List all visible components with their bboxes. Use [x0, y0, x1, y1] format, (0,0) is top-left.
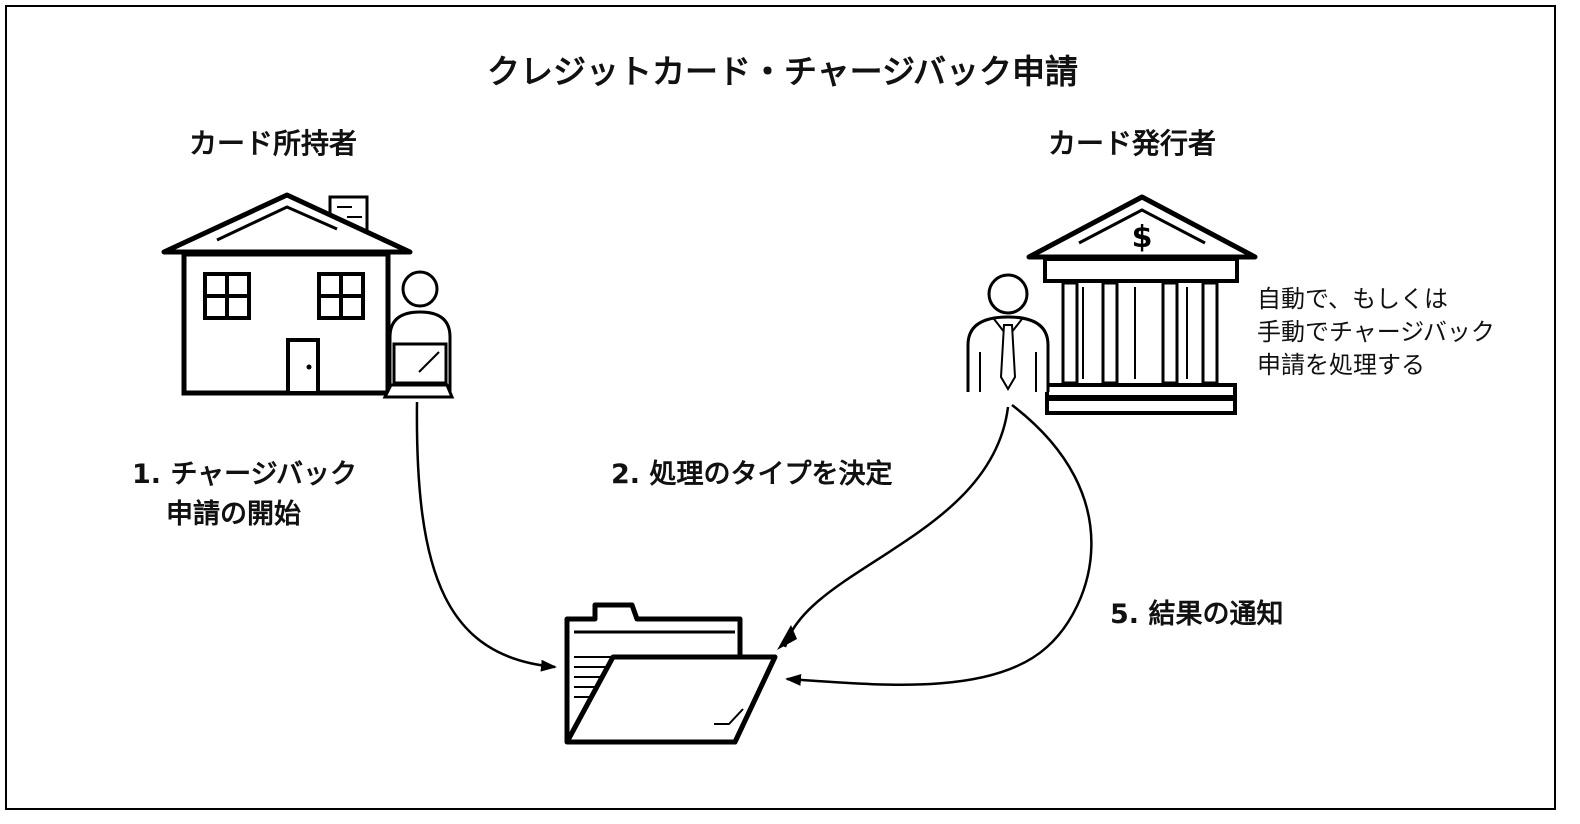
issuer-note-line-1: 自動で、もしくは	[1257, 285, 1449, 313]
diagram-frame: クレジットカード・チャージバック申請 カード所持者 カード発行者 自動で、もしく…	[5, 5, 1556, 810]
step-1-label: 1. チャージバック 申請の開始	[132, 455, 357, 535]
house-icon	[161, 192, 413, 396]
issuer-note: 自動で、もしくは 手動でチャージバック 申請を処理する	[1257, 283, 1495, 382]
arrow-step-2	[783, 406, 1010, 648]
cardholder-label: カード所持者	[189, 127, 358, 160]
flow-arrows	[415, 401, 1093, 686]
businessman-icon	[966, 273, 1050, 392]
arrow-step-5	[785, 404, 1093, 686]
issuer-label: カード発行者	[1048, 127, 1217, 160]
bank-icon: $	[1026, 194, 1258, 415]
diagram-artwork: $	[161, 192, 1258, 745]
issuer-note-line-2: 手動でチャージバック	[1257, 318, 1495, 346]
step-5-label: 5. 結果の通知	[1110, 599, 1284, 630]
folder-icon	[564, 602, 778, 745]
dollar-sign: $	[1132, 220, 1153, 255]
issuer-note-line-3: 申請を処理する	[1257, 351, 1425, 379]
person-with-laptop-icon	[382, 270, 455, 399]
arrow-step-1	[415, 401, 557, 672]
step-1-line-1: 1. チャージバック	[132, 459, 358, 490]
step-1-line-2: 申請の開始	[166, 499, 301, 530]
step-2-label: 2. 処理のタイプを決定	[611, 459, 893, 490]
diagram-title: クレジットカード・チャージバック申請	[486, 52, 1079, 91]
